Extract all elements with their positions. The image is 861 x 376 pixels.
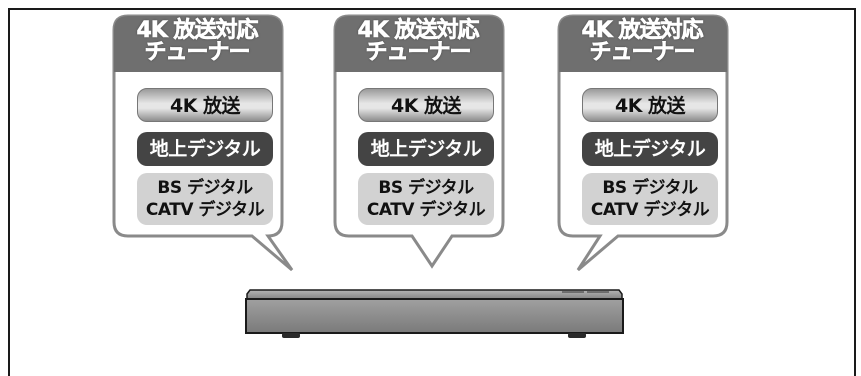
pill-bs-line: BS デジタル (602, 178, 698, 198)
pill-bs-line: BS デジタル (378, 178, 474, 198)
tuner-title: 4K 放送対応 チューナー (557, 18, 727, 65)
tuner-title-line1: 4K 放送対応 (581, 18, 704, 43)
pill-4k-broadcast: 4K 放送 (137, 88, 273, 122)
diagram-frame (8, 8, 856, 376)
tuner-title-line2: チューナー (589, 40, 696, 65)
pill-4k-broadcast: 4K 放送 (358, 88, 494, 122)
pill-terrestrial-digital: 地上デジタル (582, 132, 718, 166)
pill-bs-catv-digital: BS デジタル CATV デジタル (358, 173, 494, 225)
tuner-bubble-3: 4K 放送対応 チューナー 4K 放送 地上デジタル BS デジタル CATV … (557, 18, 727, 238)
tuner-bubble-2: 4K 放送対応 チューナー 4K 放送 地上デジタル BS デジタル CATV … (333, 18, 503, 238)
pill-bs-catv-digital: BS デジタル CATV デジタル (582, 173, 718, 225)
tuner-title-line2: チューナー (144, 40, 251, 65)
tuner-title-line2: チューナー (365, 40, 472, 65)
pill-catv-line: CATV デジタル (590, 200, 710, 220)
pill-bs-line: BS デジタル (157, 178, 253, 198)
pill-catv-line: CATV デジタル (145, 200, 265, 220)
tuner-title-line1: 4K 放送対応 (357, 18, 480, 43)
pill-4k-broadcast: 4K 放送 (582, 88, 718, 122)
recorder-device-icon (245, 289, 624, 338)
tuner-title: 4K 放送対応 チューナー (333, 18, 503, 65)
tuner-title: 4K 放送対応 チューナー (112, 18, 282, 65)
pill-bs-catv-digital: BS デジタル CATV デジタル (137, 173, 273, 225)
pill-terrestrial-digital: 地上デジタル (358, 132, 494, 166)
tuner-bubble-1: 4K 放送対応 チューナー 4K 放送 地上デジタル BS デジタル CATV … (112, 18, 282, 238)
pill-catv-line: CATV デジタル (366, 200, 486, 220)
tuner-title-line1: 4K 放送対応 (136, 18, 259, 43)
pill-terrestrial-digital: 地上デジタル (137, 132, 273, 166)
